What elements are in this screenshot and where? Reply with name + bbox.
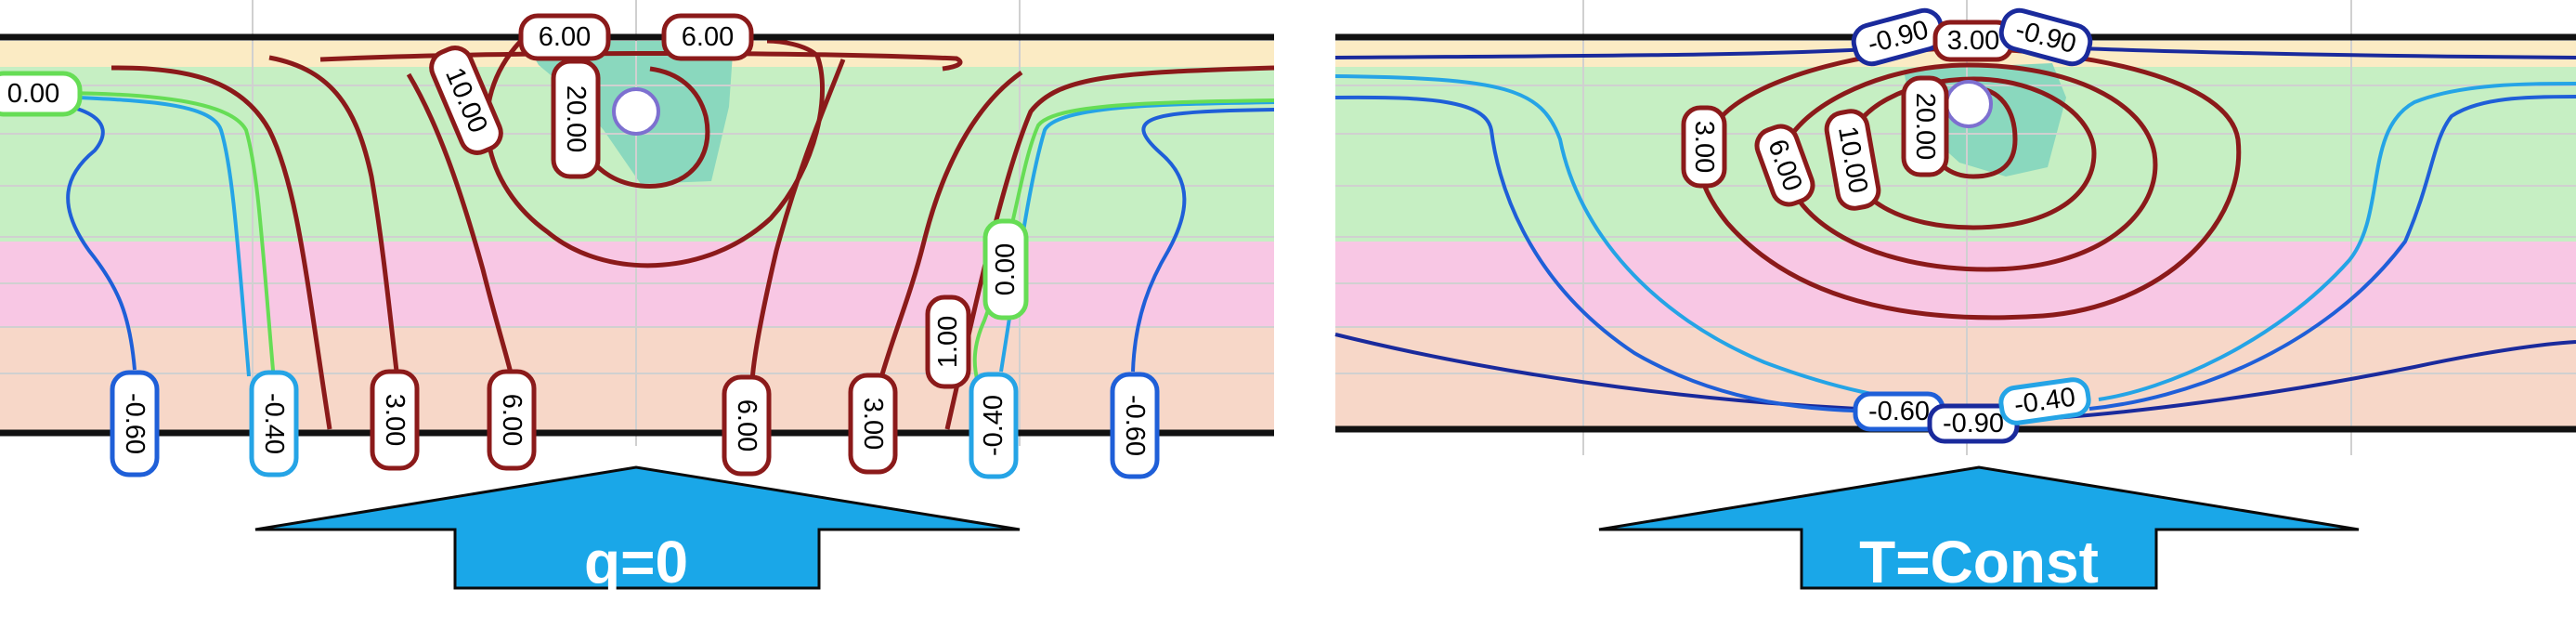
svg-text:6.00: 6.00 — [682, 22, 734, 52]
svg-text:-0.60: -0.60 — [120, 393, 150, 454]
svg-text:-0.40: -0.40 — [259, 393, 289, 454]
left-label-11: 6.00 — [722, 374, 772, 477]
right-label-0: -0.90 — [1851, 7, 1945, 67]
contour-right-hot-6 — [1780, 62, 2158, 272]
right-arrow-shape — [1598, 465, 2360, 590]
contour-left-hot-6-a — [406, 72, 515, 382]
left-label-2: 6.00 — [661, 13, 754, 61]
left-frame — [0, 33, 1274, 437]
left-label-13: -0.40 — [969, 372, 1019, 479]
contour-left-zero-b — [972, 98, 1275, 384]
svg-text:3.00: 3.00 — [1689, 121, 1719, 173]
svg-text:-0.60: -0.60 — [1120, 395, 1150, 456]
left-heater-pipe — [612, 87, 660, 136]
left-label-6: 1.00 — [925, 294, 971, 389]
left-arrow-shape — [254, 465, 1021, 590]
right-label-6: 10.00 — [1824, 109, 1881, 211]
left-label-9: 3.00 — [370, 369, 420, 471]
svg-text:20.00: 20.00 — [561, 85, 591, 153]
left-label-12: 3.00 — [848, 373, 898, 475]
contour-right-cold-light-b — [2098, 82, 2576, 401]
right-label-5: 6.00 — [1754, 124, 1815, 207]
contour-left-hot-3-a — [268, 55, 400, 380]
svg-text:0.00: 0.00 — [7, 79, 59, 109]
svg-text:3.00: 3.00 — [380, 394, 410, 446]
contour-left-hot-10 — [484, 38, 826, 268]
svg-text:0.00: 0.00 — [991, 243, 1021, 295]
right-arrow: T=Const — [1598, 465, 2360, 595]
svg-text:6.00: 6.00 — [539, 22, 591, 52]
contour-left-hot-3-b — [878, 70, 1023, 382]
left-arrow-label: q=0 — [584, 529, 688, 595]
right-label-9: -0.40 — [1998, 377, 2091, 425]
right-label-4: 3.00 — [1681, 105, 1727, 189]
right-label-1: 3.00 — [1932, 20, 2014, 62]
svg-text:3.00: 3.00 — [1947, 26, 1999, 56]
left-panel: 0.00 6.00 6.00 10.00 20.00 0.00 1.00 -0.… — [0, 0, 1275, 595]
svg-text:3.00: 3.00 — [858, 398, 888, 450]
right-arrow-label: T=Const — [1859, 529, 2099, 595]
left-label-1: 6.00 — [518, 13, 611, 61]
svg-text:6.00: 6.00 — [732, 399, 761, 451]
contour-left-cold-mid-a — [0, 98, 137, 371]
left-label-3: 10.00 — [429, 46, 503, 155]
contour-left-hot-outer-b — [944, 65, 1275, 430]
left-label-7: -0.60 — [110, 370, 160, 478]
left-label-14: -0.60 — [1110, 372, 1160, 479]
left-arrow: q=0 — [254, 465, 1021, 595]
contour-left-zero-a — [60, 91, 276, 382]
contour-left-cold-mid-b — [1131, 108, 1275, 373]
contour-left-cold-light-a — [55, 95, 251, 377]
svg-text:-0.60: -0.60 — [1868, 397, 1930, 426]
left-label-5: 0.00 — [982, 218, 1029, 321]
right-labels: -0.90 3.00 -0.90 20.00 3.00 6.00 10.00 -… — [1681, 7, 2093, 444]
contour-right-cold-dark-bottom-b — [2014, 340, 2576, 422]
right-label-2: -0.90 — [1998, 7, 2093, 67]
contour-left-hot-outer-a — [111, 65, 332, 430]
contour-right-cold-mid — [1334, 95, 1914, 415]
right-panel: -0.90 3.00 -0.90 20.00 3.00 6.00 10.00 -… — [1334, 0, 2576, 595]
svg-text:-0.90: -0.90 — [1943, 409, 2004, 438]
svg-text:1.00: 1.00 — [933, 316, 963, 368]
left-labels: 0.00 6.00 6.00 10.00 20.00 0.00 1.00 -0.… — [0, 13, 1160, 479]
contour-left-hot-6-b — [749, 59, 846, 382]
left-label-10: 6.00 — [487, 369, 537, 471]
left-label-0: 0.00 — [0, 71, 83, 117]
svg-text:20.00: 20.00 — [1910, 93, 1940, 161]
right-label-3: 20.00 — [1901, 75, 1949, 177]
left-label-8: -0.40 — [249, 370, 299, 478]
svg-text:6.00: 6.00 — [497, 394, 527, 446]
contour-right-cold-mid-b — [2088, 95, 2576, 411]
left-label-4: 20.00 — [551, 59, 601, 179]
right-heater-pipe — [1945, 80, 1993, 128]
contour-right-cold-light — [1334, 74, 1923, 403]
svg-text:-0.40: -0.40 — [979, 395, 1008, 456]
